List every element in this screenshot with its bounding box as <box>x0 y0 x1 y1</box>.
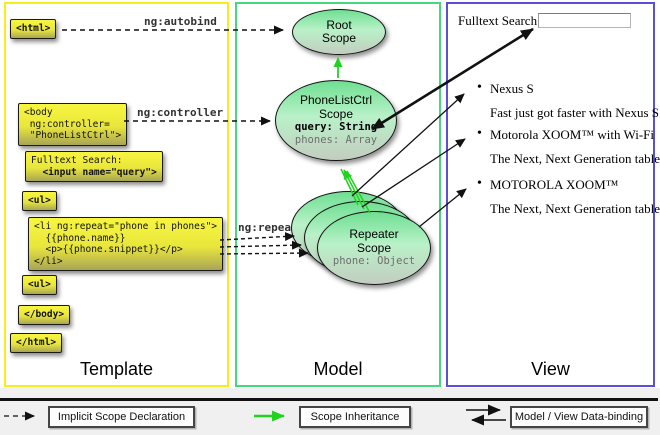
root-scope-ellipse: Root Scope <box>292 9 386 55</box>
note-body-close: </body> <box>18 305 71 325</box>
view-item-desc: The Next, Next Generation tablet. <box>490 201 660 216</box>
legend-scope-inheritance: Scope Inheritance <box>299 406 411 428</box>
phonelistctrl-prop-query: query: String <box>294 121 378 133</box>
view-item-name: Nexus S <box>477 80 534 97</box>
label-ng-autobind: ng:autobind <box>144 15 217 28</box>
view-search-input[interactable] <box>538 13 631 28</box>
repeater-scope-title: Repeater Scope <box>349 227 399 255</box>
note-li-repeat: <li ng:repeat="phone in phones"> {{phone… <box>28 217 224 271</box>
note-html-close: </html> <box>10 333 63 353</box>
view-item-name: Motorola XOOM™ with Wi-Fi <box>477 126 654 143</box>
template-column-heading: Template <box>79 359 154 379</box>
repeater-scope-ellipse-front: Repeater Scope phone: Object <box>317 211 431 285</box>
phonelistctrl-scope-ellipse: PhoneListCtrl Scope query: String phones… <box>275 80 397 161</box>
note-fulltext-input: <input name="query"> <box>31 166 157 178</box>
view-item-name: MOTOROLA XOOM™ <box>477 176 618 193</box>
note-body-open: <body ng:controller= "PhoneListCtrl"> <box>18 103 128 146</box>
label-ng-controller: ng:controller <box>137 106 224 119</box>
note-fulltext-search: Fulltext Search: <input name="query"> <box>25 151 163 182</box>
view-item-desc: Fast just got faster with Nexus S. <box>490 105 660 120</box>
note-html-open: <html> <box>10 19 57 39</box>
note-fulltext-label: Fulltext Search: <box>31 155 123 166</box>
note-ul-close: <ul> <box>22 275 57 295</box>
root-scope-title: Root Scope <box>321 17 357 45</box>
phonelistctrl-scope-title: PhoneListCtrl Scope <box>299 93 373 121</box>
view-item-desc: The Next, Next Generation tablet. <box>490 151 660 166</box>
label-ng-repeat: ng:repeat <box>238 221 298 234</box>
legend-separator-line <box>0 398 658 401</box>
view-column: View <box>446 2 655 387</box>
view-search-label: Fulltext Search: <box>458 13 541 28</box>
phonelistctrl-prop-phones: phones: Array <box>294 134 378 146</box>
model-column-heading: Model <box>313 359 363 379</box>
view-column-heading: View <box>531 359 570 379</box>
note-ul-open: <ul> <box>22 191 57 211</box>
repeater-prop-phone: phone: Object <box>332 255 416 267</box>
legend-model-view-databinding: Model / View Data-binding <box>510 406 648 428</box>
legend-implicit-scope-declaration: Implicit Scope Declaration <box>48 406 195 428</box>
